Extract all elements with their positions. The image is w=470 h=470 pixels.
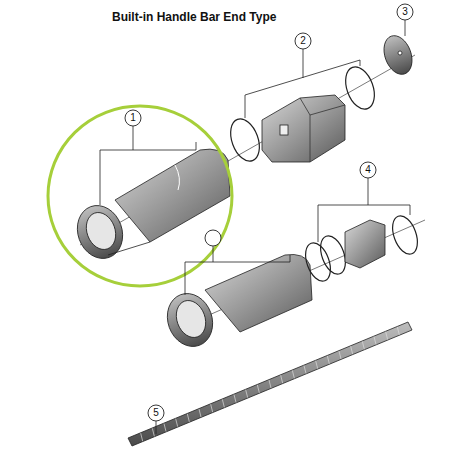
rod-segment — [187, 414, 189, 422]
rod-segment — [304, 366, 306, 374]
rod-segment — [234, 395, 236, 403]
rod-segment — [211, 404, 213, 412]
rod-segment — [281, 375, 283, 383]
rod-segment — [386, 332, 388, 340]
rod-segment — [269, 380, 271, 388]
rod-segment — [152, 428, 154, 436]
rod-segment — [164, 424, 166, 432]
rod-segment — [222, 399, 224, 407]
callout-number: 2 — [295, 33, 311, 49]
rod-segment — [292, 370, 294, 378]
rod-segment — [246, 390, 248, 398]
rod-segment — [397, 327, 399, 335]
callout-number: 1 — [125, 110, 141, 126]
rod-segment — [327, 356, 329, 364]
rod-segment — [362, 341, 364, 349]
callout-number: 4 — [360, 162, 376, 178]
diagram-title: Built-in Handle Bar End Type — [112, 10, 276, 24]
rod-segment — [141, 433, 143, 441]
rod-segment — [176, 419, 178, 427]
rod-segment — [351, 346, 353, 354]
rod-segment — [339, 351, 341, 359]
rod-segment — [316, 361, 318, 369]
callout-number: 3 — [397, 4, 413, 20]
rod-segment — [199, 409, 201, 417]
rod-segment — [374, 337, 376, 345]
callout-number: 5 — [148, 405, 164, 421]
rod-segment — [257, 385, 259, 393]
